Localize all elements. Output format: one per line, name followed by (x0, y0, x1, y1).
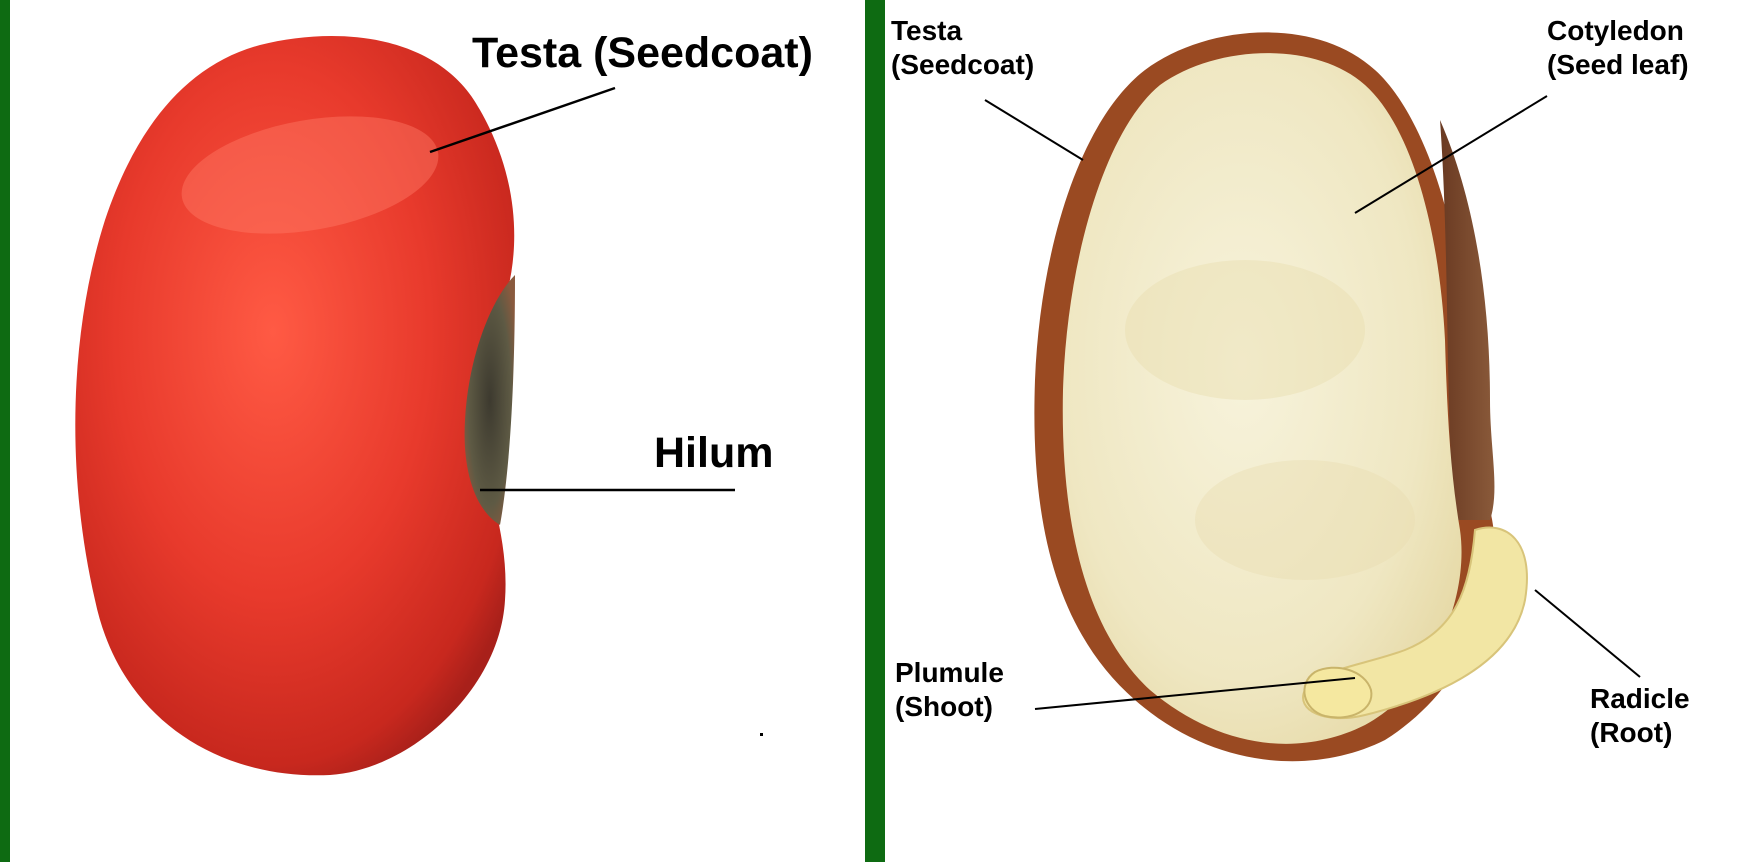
cotyledon-label-line1: Cotyledon (1547, 14, 1689, 48)
internal-seed-panel: Testa (Seedcoat) Cotyledon (Seed leaf) P… (885, 0, 1750, 862)
cotyledon-shading (1125, 260, 1365, 400)
radicle-label-line2: (Root) (1590, 716, 1690, 750)
stray-dot (760, 733, 763, 736)
testa-label-right: Testa (Seedcoat) (891, 14, 1034, 81)
testa-pointer-line-right (985, 100, 1083, 160)
hilum-label: Hilum (654, 428, 773, 480)
external-seed-panel: Testa (Seedcoat) Hilum (10, 0, 865, 862)
plumule-label: Plumule (Shoot) (895, 656, 1004, 723)
radicle-pointer-line (1535, 590, 1640, 677)
plumule (1304, 668, 1371, 718)
plumule-label-line2: (Shoot) (895, 690, 1004, 724)
testa-label-line1: Testa (891, 14, 1034, 48)
plumule-label-line1: Plumule (895, 656, 1004, 690)
testa-label-line2: (Seedcoat) (891, 48, 1034, 82)
radicle-label: Radicle (Root) (1590, 682, 1690, 749)
cotyledon-label-line2: (Seed leaf) (1547, 48, 1689, 82)
cotyledon-shading-2 (1195, 460, 1415, 580)
radicle-label-line1: Radicle (1590, 682, 1690, 716)
cotyledon-label: Cotyledon (Seed leaf) (1547, 14, 1689, 81)
testa-label: Testa (Seedcoat) (472, 28, 813, 80)
